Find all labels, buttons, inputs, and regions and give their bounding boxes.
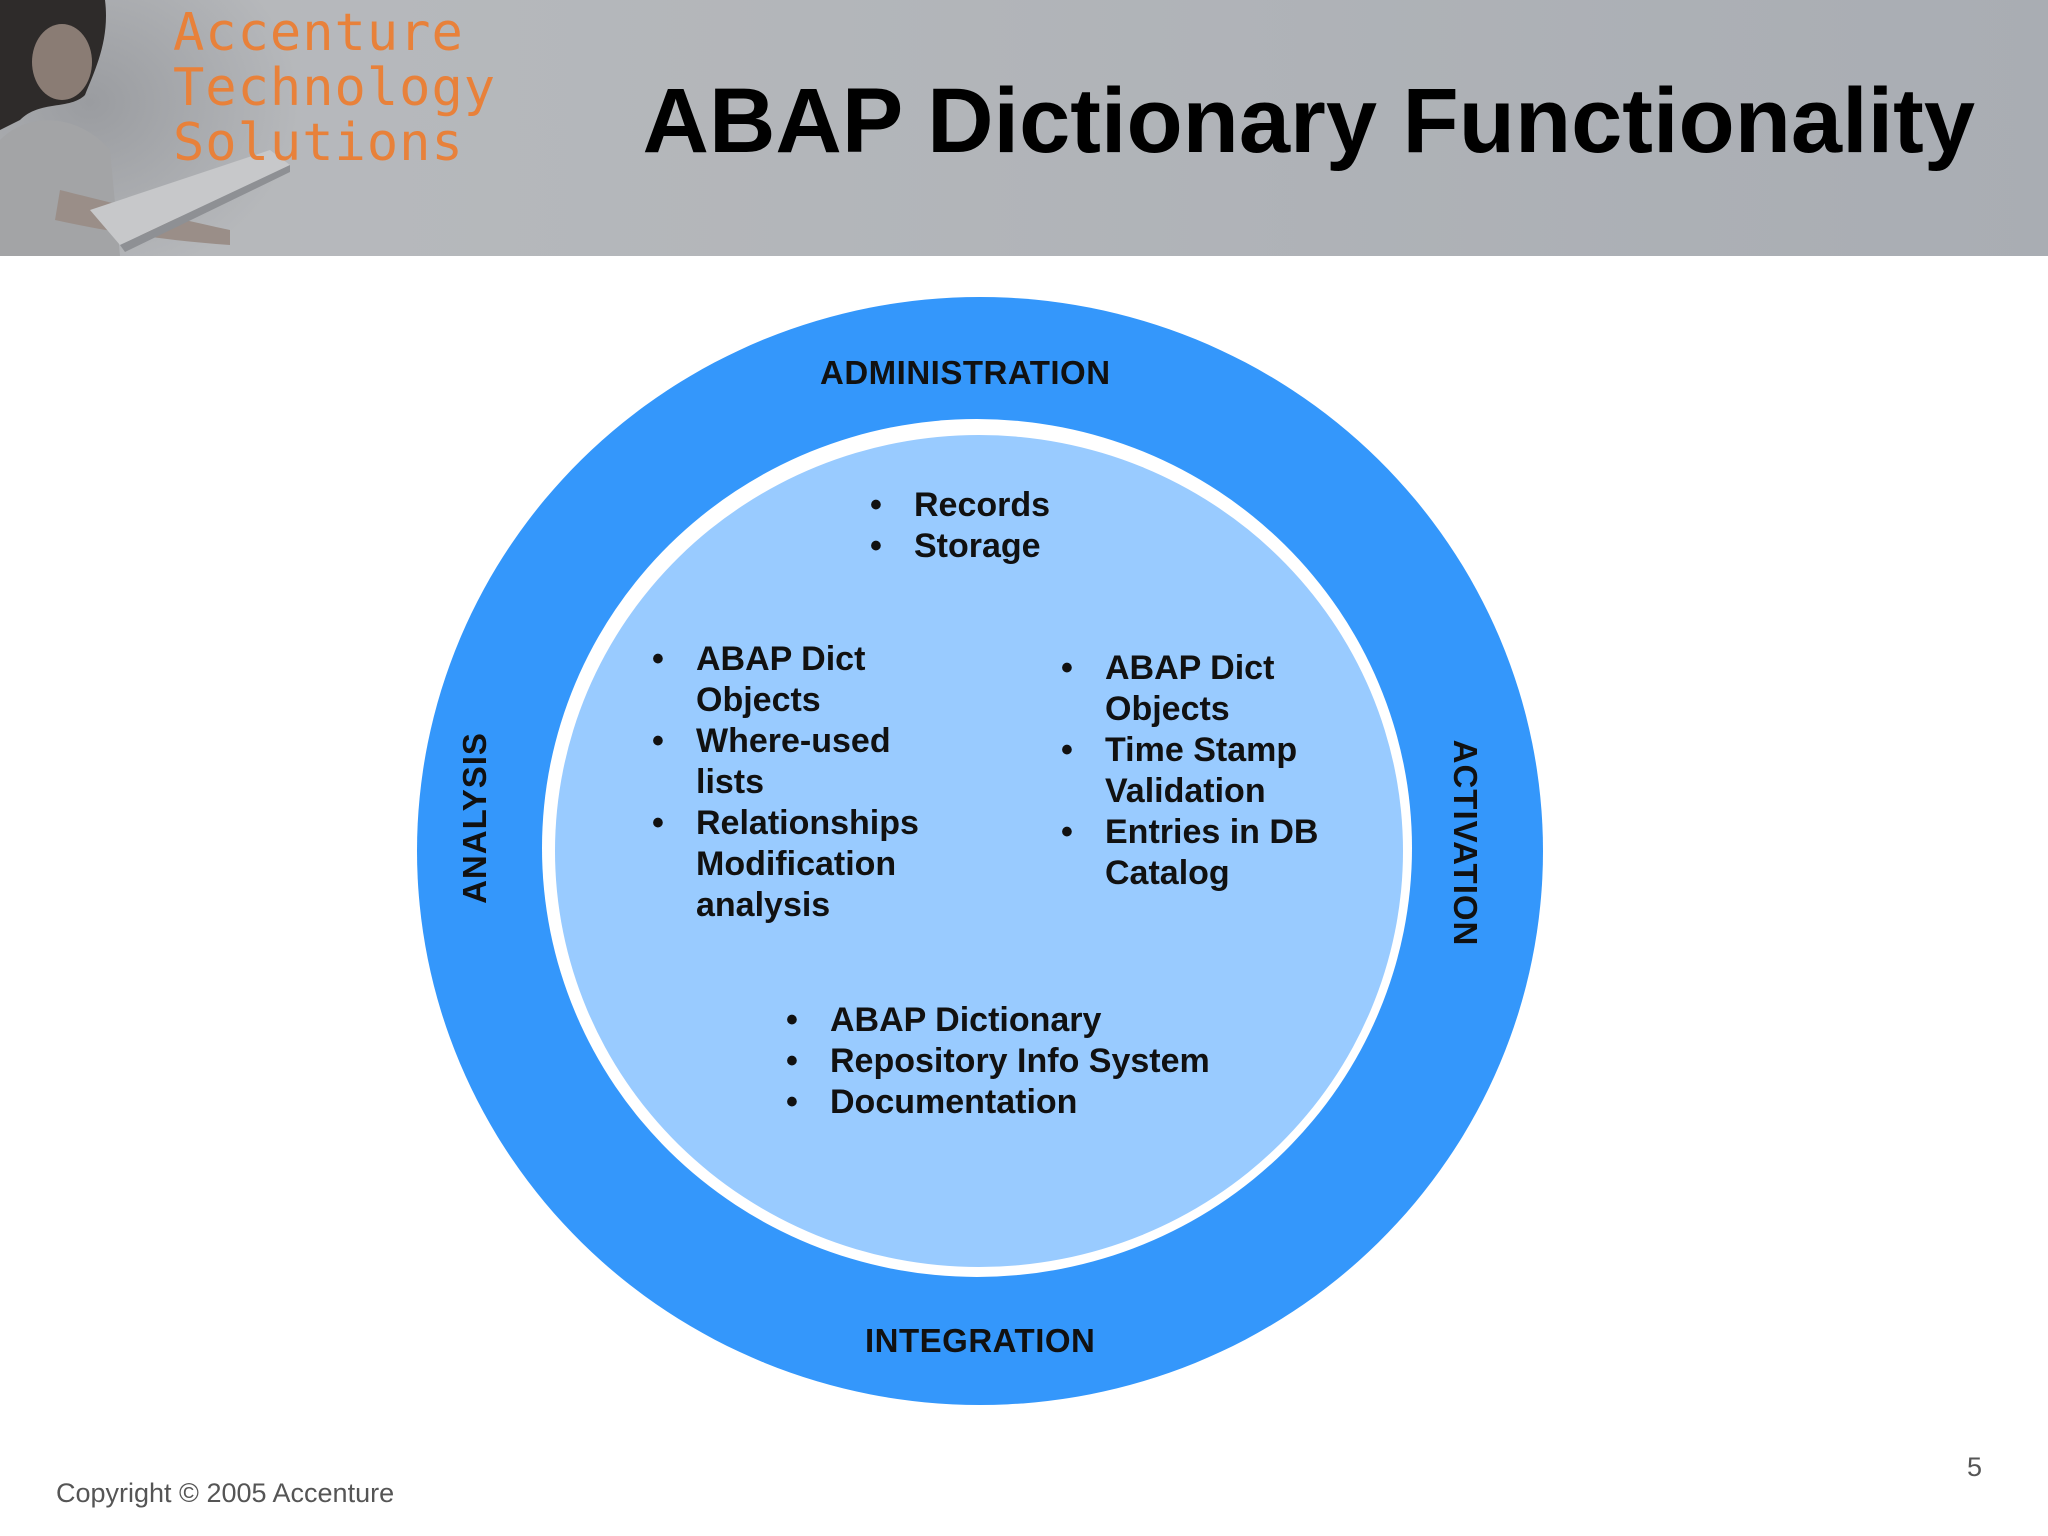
label-administration: ADMINISTRATION [820,354,1111,391]
person-with-laptop-image [0,0,300,256]
list-item: Repository Info System [786,1041,1210,1082]
list-analysis: ABAP Dict Objects Where-used lists Relat… [652,639,952,926]
list-item: ABAP Dict Objects [652,639,952,721]
list-item: Entries in DB Catalog [1061,812,1331,894]
brand-line-2: Technology [173,58,497,118]
list-item: Documentation [786,1082,1210,1123]
list-item: Storage [870,526,1050,567]
slide-title: ABAP Dictionary Functionality [642,70,1975,172]
list-item: Relationships Modification analysis [652,803,952,926]
list-item: Where-used lists [652,721,952,803]
brand-line-1: Accenture [173,3,464,63]
header-photo [0,0,300,256]
header-banner: Accenture Technology Solutions ABAP Dict… [0,0,2048,256]
page-number: 5 [1966,1452,1982,1482]
list-activation: ABAP Dict Objects Time Stamp Validation … [1061,648,1331,894]
list-item: Records [870,485,1050,526]
list-item: ABAP Dict Objects [1061,648,1331,730]
label-activation: ACTIVATION [1447,739,1484,947]
brand-line-3: Solutions [173,113,464,173]
brand-logo-text: Accenture Technology Solutions [173,6,496,171]
label-integration: INTEGRATION [865,1322,1096,1359]
copyright-text: Copyright © 2005 Accenture [56,1478,395,1508]
list-integration: ABAP Dictionary Repository Info System D… [786,1000,1210,1123]
list-administration: Records Storage [870,485,1050,567]
list-item: Time Stamp Validation [1061,730,1331,812]
label-analysis: ANALYSIS [456,732,493,904]
list-item: ABAP Dictionary [786,1000,1210,1041]
